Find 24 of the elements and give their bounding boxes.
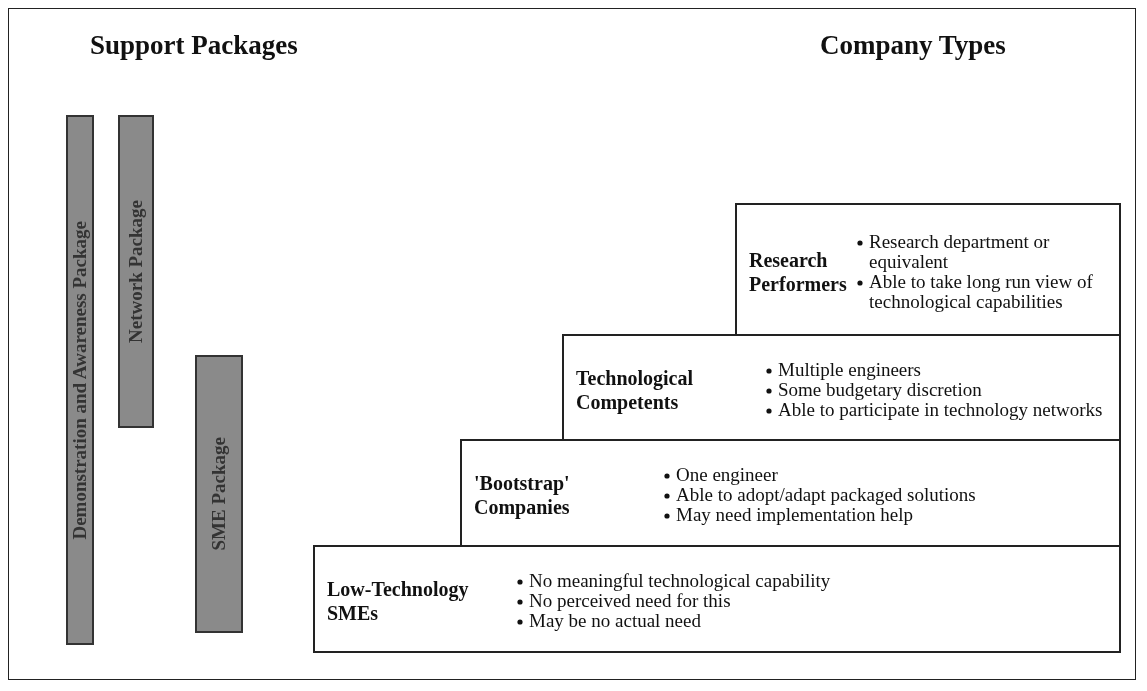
package-name: Network Package (125, 200, 147, 343)
package-bar (195, 355, 243, 633)
bullet-point: No meaningful technological capability (529, 570, 831, 591)
company-type-step (735, 203, 1121, 336)
company-type-name: 'Bootstrap' Companies (474, 471, 571, 519)
bullet-point: May be no actual need (529, 610, 701, 631)
company-type-step (313, 545, 1121, 653)
company-type-name: Research Performers (749, 247, 848, 296)
column-heading: Company Types (820, 30, 1006, 61)
company-type-name: Low-Technology SMEs (327, 577, 470, 625)
package-bar (118, 115, 154, 428)
package-name: Demonstration and Awareness Package (69, 220, 91, 540)
bullet-point: May need implementation help (676, 504, 913, 525)
bullet-point: No perceived need for this (529, 590, 731, 611)
company-type-name: Technological Competents (576, 365, 695, 414)
column-heading: Support Packages (90, 30, 298, 61)
bullet-point: One engineer (676, 464, 778, 485)
company-type-step (460, 439, 1121, 547)
package-bar (66, 115, 94, 645)
bullet-point: Able to adopt/adapt packaged solutions (676, 484, 976, 505)
package-name: SME Package (208, 437, 230, 551)
bullet-point: Multiple engineers (778, 358, 921, 380)
bullet-point: Research department or equivalent (869, 230, 1050, 272)
company-type-step (562, 334, 1121, 441)
